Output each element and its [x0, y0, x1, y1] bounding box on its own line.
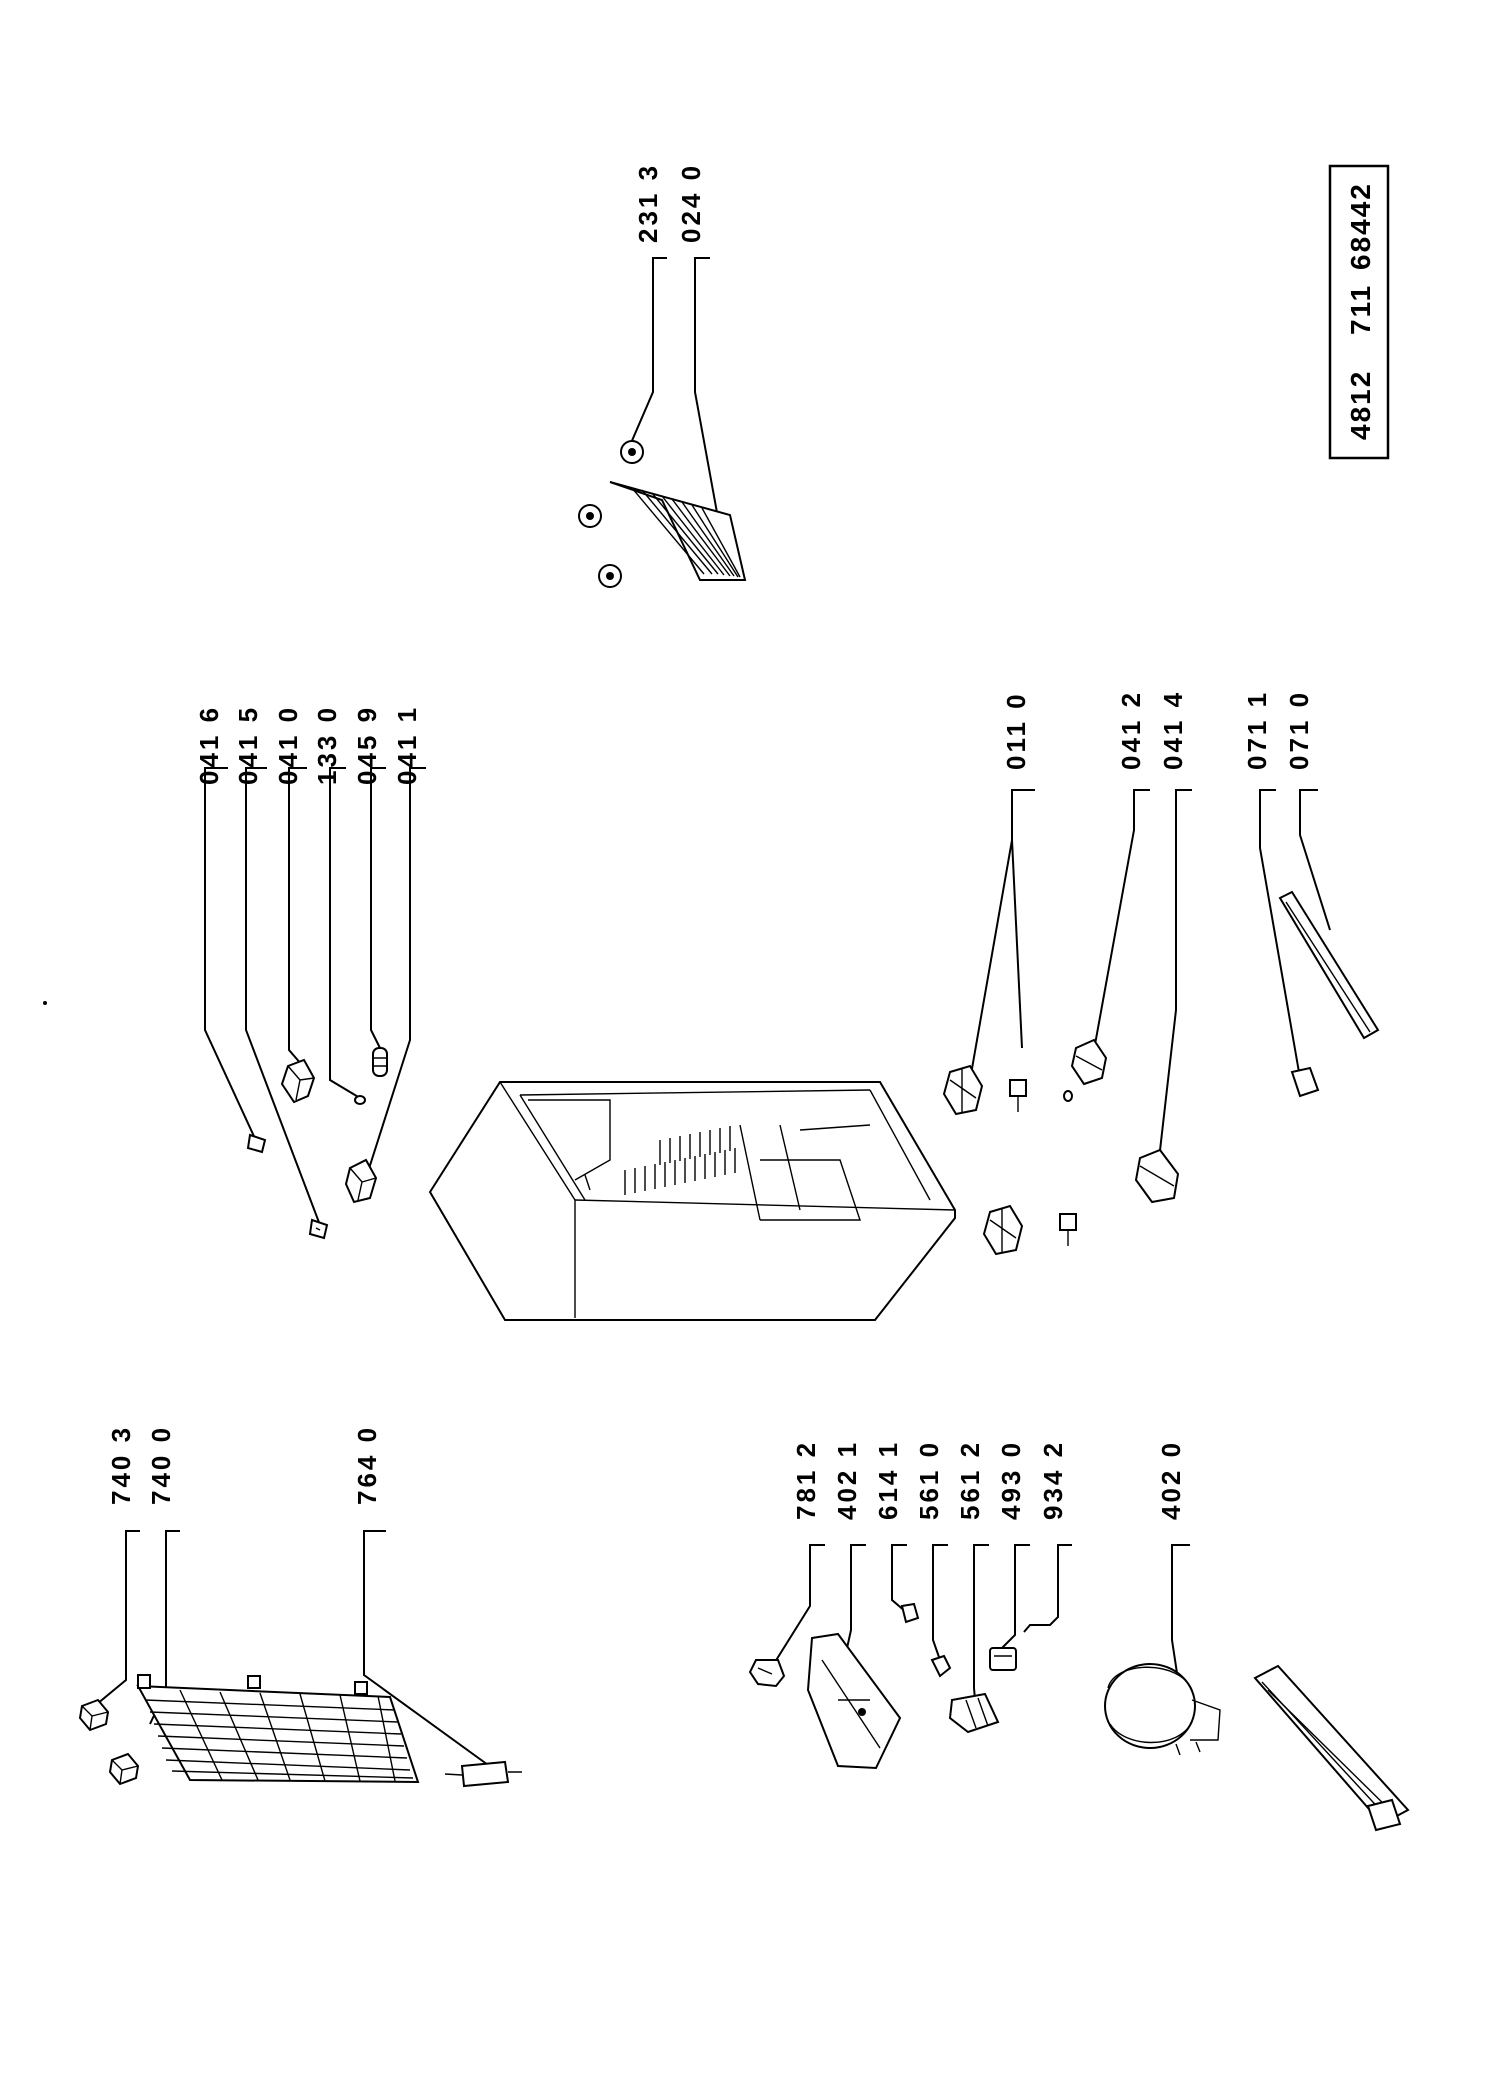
label-041-4: 041 4 — [1158, 690, 1188, 770]
bracket-781-2 — [748, 1659, 786, 1688]
handle-cap-071-1 — [1290, 1066, 1320, 1098]
document-code-part-3: 68442 — [1345, 182, 1376, 270]
label-041-2: 041 2 — [1116, 690, 1146, 770]
cabinet-shelf-ribs — [624, 1126, 736, 1195]
label-041-6: 041 6 — [194, 705, 224, 785]
door-handle-071-0 — [1278, 890, 1380, 1040]
bushing-045-9 — [372, 1047, 388, 1077]
condenser-coil — [136, 1674, 420, 1784]
housing-402-1 — [806, 1632, 902, 1770]
refrigerator-cabinet — [428, 1081, 956, 1321]
label-740-3: 740 3 — [106, 1425, 136, 1505]
foot-011-0-a — [942, 1064, 984, 1116]
screw-231-3-b — [578, 504, 602, 528]
label-024-0: 024 0 — [676, 163, 706, 243]
speck-dot — [43, 1001, 47, 1005]
compressor — [1104, 1663, 1221, 1756]
label-614-1: 614 1 — [873, 1440, 903, 1520]
leader-lines — [96, 257, 1331, 1771]
label-561-0: 561 0 — [914, 1440, 944, 1520]
label-740-0: 740 0 — [146, 1425, 176, 1505]
label-011-0: 011 0 — [1001, 691, 1031, 770]
label-231-3: 231 3 — [633, 163, 663, 243]
filter-drier — [444, 1760, 522, 1788]
lamp-cover-561-2 — [948, 1692, 1000, 1734]
label-402-1: 402 1 — [832, 1440, 862, 1520]
document-code-box: 4812 711 68442 — [1328, 164, 1390, 460]
hinge-041-4 — [1134, 1148, 1180, 1204]
hinge-part-041-1 — [344, 1158, 378, 1204]
hinge-part-041-6 — [246, 1133, 267, 1154]
label-071-0: 071 0 — [1284, 690, 1314, 770]
label-493-0: 493 0 — [996, 1440, 1026, 1520]
foot-011-0-d — [1059, 1213, 1077, 1246]
foot-011-0-b — [1009, 1079, 1027, 1112]
label-071-1: 071 1 — [1242, 690, 1272, 770]
foot-011-0-c — [982, 1204, 1024, 1256]
label-402-0: 402 0 — [1156, 1440, 1186, 1520]
document-code-part-1: 4812 — [1345, 370, 1376, 440]
knob-614-1 — [900, 1602, 920, 1624]
screw-231-3-a — [620, 440, 644, 464]
grille-cover — [609, 481, 747, 581]
base-plate — [1253, 1664, 1410, 1832]
switch-493-0 — [989, 1647, 1017, 1671]
part-labels: 740 3 740 0 764 0 041 6 041 5 041 0 133 … — [106, 163, 1314, 1520]
label-781-2: 781 2 — [791, 1440, 821, 1520]
rubber-block-740-3 — [78, 1698, 140, 1786]
hinge-part-041-5 — [308, 1218, 329, 1240]
label-764-0: 764 0 — [352, 1425, 382, 1505]
label-041-1: 041 1 — [392, 705, 422, 785]
pin-133-0 — [354, 1095, 366, 1105]
label-041-5: 041 5 — [233, 705, 263, 785]
washer-small — [1063, 1090, 1073, 1102]
screw-231-3-c — [598, 564, 622, 588]
lamp-holder-561-0 — [930, 1654, 952, 1678]
hinge-part-041-0 — [280, 1058, 316, 1104]
label-133-0: 133 0 — [312, 705, 342, 785]
label-045-9: 045 9 — [352, 705, 382, 785]
label-934-2: 934 2 — [1038, 1440, 1068, 1520]
document-code-part-2: 711 — [1345, 284, 1376, 335]
label-561-2: 561 2 — [955, 1440, 985, 1520]
hinge-041-2 — [1070, 1038, 1108, 1086]
